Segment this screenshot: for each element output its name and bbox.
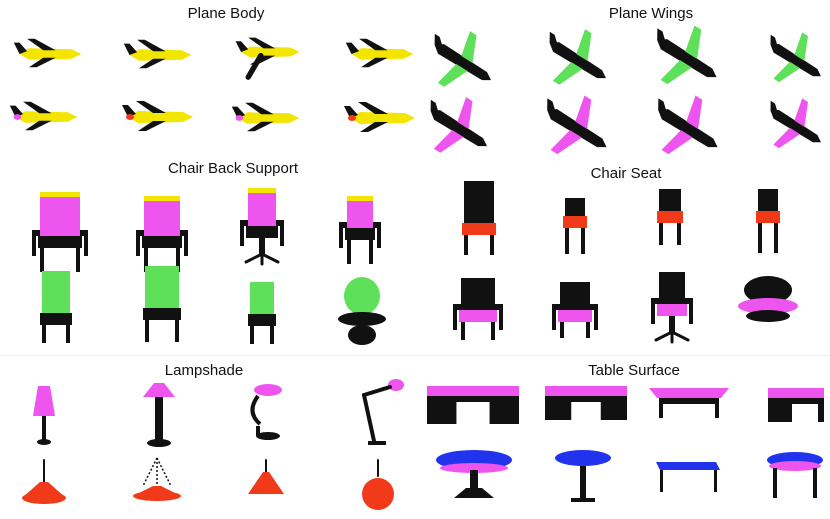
table-surface-thumb-6 bbox=[555, 450, 611, 502]
chair-seat-thumb-6 bbox=[552, 282, 598, 338]
plane-body-thumb-6 bbox=[122, 101, 193, 131]
chair-back-thumb-2 bbox=[136, 196, 188, 272]
plane-body-thumb-3 bbox=[235, 37, 300, 80]
table-surface-title: Table Surface bbox=[588, 362, 680, 379]
plane-wings-thumb-2 bbox=[549, 29, 607, 85]
lampshade-thumb-2 bbox=[143, 383, 175, 447]
chair-seat-thumb-2 bbox=[563, 198, 587, 254]
table-surface-thumb-5 bbox=[436, 450, 512, 498]
lampshade-thumb-7 bbox=[248, 459, 284, 494]
table-surface-thumb-3 bbox=[649, 388, 729, 418]
plane-wings-thumb-4 bbox=[770, 32, 821, 83]
chair-back-thumb-5 bbox=[40, 271, 72, 343]
plane-body-thumb-5 bbox=[9, 101, 78, 131]
lampshade-thumb-5 bbox=[22, 459, 66, 504]
chair-seat-thumb-1 bbox=[462, 181, 496, 255]
chair-back-support-title: Chair Back Support bbox=[167, 160, 299, 177]
plane-wings-thumb-3 bbox=[657, 25, 717, 85]
chair-back-thumb-7 bbox=[248, 282, 276, 344]
chair-back-thumb-1 bbox=[32, 192, 88, 272]
chair-back-thumb-8 bbox=[338, 277, 386, 345]
chair-seat-thumb-7 bbox=[651, 272, 693, 344]
table-surface-thumb-2 bbox=[545, 386, 627, 420]
lampshade-thumb-6 bbox=[133, 457, 181, 501]
plane-wings-title: Plane Wings bbox=[608, 5, 694, 22]
lampshade-thumb-3 bbox=[250, 384, 282, 440]
chair-seat-thumb-4 bbox=[756, 189, 780, 253]
plane-body-thumb-1 bbox=[13, 38, 82, 68]
chair-seat-thumb-5 bbox=[453, 278, 503, 340]
plane-body-thumb-8 bbox=[344, 102, 415, 132]
chair-back-thumb-6 bbox=[143, 266, 181, 342]
lampshade-thumb-8 bbox=[362, 459, 394, 510]
chair-seat-title: Chair Seat bbox=[590, 165, 662, 182]
plane-body-thumb-2 bbox=[123, 39, 192, 69]
plane-wings-thumb-8 bbox=[770, 98, 821, 149]
plane-wings-thumb-7 bbox=[658, 95, 718, 155]
plane-wings-thumb-6 bbox=[547, 95, 607, 155]
chair-back-thumb-3 bbox=[240, 188, 284, 266]
plane-body-title: Plane Body bbox=[187, 5, 265, 22]
panel-divider bbox=[0, 355, 830, 356]
lampshade-title: Lampshade bbox=[164, 362, 244, 379]
lampshade-thumb-4 bbox=[362, 379, 404, 445]
plane-wings-thumb-1 bbox=[434, 31, 492, 87]
table-surface-thumb-7 bbox=[656, 462, 720, 492]
chair-seat-thumb-8 bbox=[738, 276, 798, 322]
table-surface-thumb-4 bbox=[768, 388, 824, 422]
plane-body-thumb-7 bbox=[231, 102, 300, 132]
plane-body-thumb-4 bbox=[345, 38, 414, 68]
plane-wings-thumb-5 bbox=[430, 97, 488, 153]
table-surface-thumb-8 bbox=[767, 452, 823, 498]
chair-back-thumb-4 bbox=[339, 196, 381, 264]
chair-seat-thumb-3 bbox=[657, 189, 683, 245]
table-surface-thumb-1 bbox=[427, 386, 519, 424]
lampshade-thumb-1 bbox=[33, 386, 55, 445]
